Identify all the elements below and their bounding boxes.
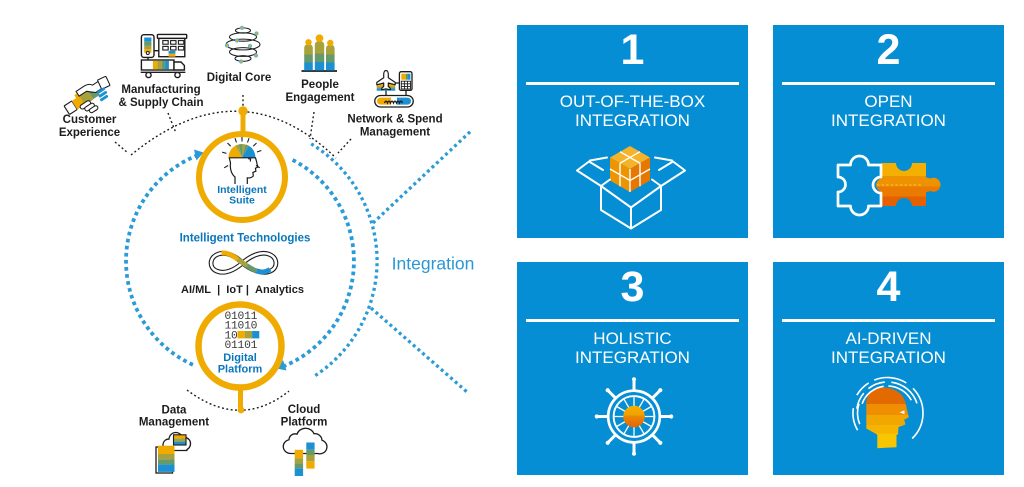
svg-text:Cloud: Cloud: [288, 404, 321, 416]
svg-text:Engagement: Engagement: [285, 92, 354, 104]
svg-text:Network & Spend: Network & Spend: [347, 114, 442, 126]
svg-text:11010: 11010: [225, 321, 258, 333]
svg-text:Integration: Integration: [392, 254, 475, 274]
svg-text:Management: Management: [139, 417, 209, 429]
svg-text:Digital Core: Digital Core: [207, 72, 272, 84]
svg-text:Manufacturing: Manufacturing: [121, 84, 200, 96]
svg-text:Data: Data: [162, 405, 188, 417]
svg-text:People: People: [301, 79, 339, 91]
svg-text:& Supply Chain: & Supply Chain: [119, 97, 204, 109]
svg-text:Intelligent Technologies: Intelligent Technologies: [180, 233, 311, 245]
svg-text:01011: 01011: [225, 311, 258, 323]
svg-text:Digital: Digital: [223, 352, 257, 364]
svg-text:Experience: Experience: [59, 127, 120, 139]
svg-text:Platform: Platform: [218, 364, 263, 376]
svg-text:Customer: Customer: [63, 114, 117, 126]
svg-text:01101: 01101: [225, 340, 258, 352]
svg-text:10: 10: [225, 330, 239, 342]
svg-text:Management: Management: [360, 127, 430, 139]
svg-text:AI/ML | IoT | Analytics: AI/ML | IoT | Analytics: [181, 284, 304, 296]
svg-text:Intelligent: Intelligent: [217, 184, 267, 196]
svg-text:Platform: Platform: [281, 417, 328, 429]
svg-text:Suite: Suite: [229, 195, 255, 207]
